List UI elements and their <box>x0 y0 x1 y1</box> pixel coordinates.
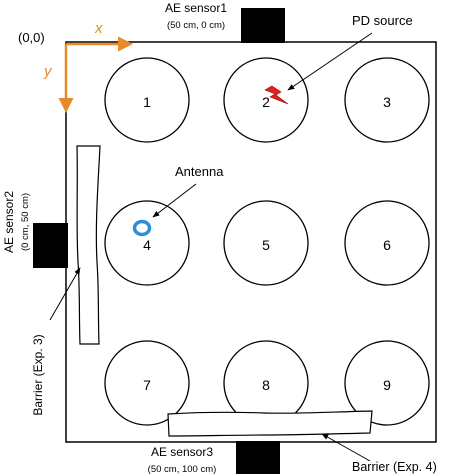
ae-sensor1-block <box>241 8 285 43</box>
ae-sensor2-name: AE sensor2 <box>2 191 16 253</box>
position-circle-3 <box>344 57 430 143</box>
tank-outline <box>65 41 437 443</box>
ring-icon <box>132 219 152 237</box>
position-circle-4 <box>104 200 190 286</box>
pd-source-pointer <box>287 32 373 91</box>
position-label-4: 4 <box>143 237 151 253</box>
barrier-exp4 <box>167 410 373 437</box>
barrier-exp4-pointer <box>321 433 371 462</box>
position-circle-9 <box>344 340 430 426</box>
position-circle-2 <box>223 57 309 143</box>
position-label-8: 8 <box>262 377 270 393</box>
barrier-exp4-label: Barrier (Exp. 4) <box>352 460 437 474</box>
barrier-exp3 <box>76 145 101 345</box>
y-axis-label: y <box>43 63 53 80</box>
ae-sensor3-name: AE sensor3 <box>151 445 213 459</box>
antenna-label: Antenna <box>175 164 224 179</box>
ae-sensor3-block <box>236 441 280 474</box>
ae-sensor2-coords: (0 cm, 50 cm) <box>20 193 31 251</box>
position-label-3: 3 <box>383 94 391 110</box>
origin-label: (0,0) <box>18 30 45 45</box>
position-circle-7 <box>104 340 190 426</box>
position-label-9: 9 <box>383 377 391 393</box>
antenna-pointer <box>152 183 197 218</box>
ae-sensor1-coords: (50 cm, 0 cm) <box>167 20 225 31</box>
position-label-5: 5 <box>262 237 270 253</box>
position-label-6: 6 <box>383 237 391 253</box>
ae-sensor2-block <box>33 223 68 268</box>
position-circle-1 <box>104 57 190 143</box>
position-label-7: 7 <box>143 377 151 393</box>
barrier-exp3-pointer <box>49 267 81 321</box>
position-label-1: 1 <box>143 94 151 110</box>
pd-source-label: PD source <box>352 13 413 28</box>
ae-sensor3-coords: (50 cm, 100 cm) <box>148 464 217 474</box>
position-circle-5 <box>223 200 309 286</box>
position-circle-6 <box>344 200 430 286</box>
position-labels: 1 2 3 4 5 6 7 8 9 <box>143 94 391 393</box>
lightning-bolt-icon <box>264 85 289 105</box>
x-axis-label: x <box>94 20 103 37</box>
barrier-exp3-label: Barrier (Exp. 3) <box>31 334 45 415</box>
position-label-2: 2 <box>262 94 270 110</box>
ae-sensor1-name: AE sensor1 <box>165 1 227 15</box>
